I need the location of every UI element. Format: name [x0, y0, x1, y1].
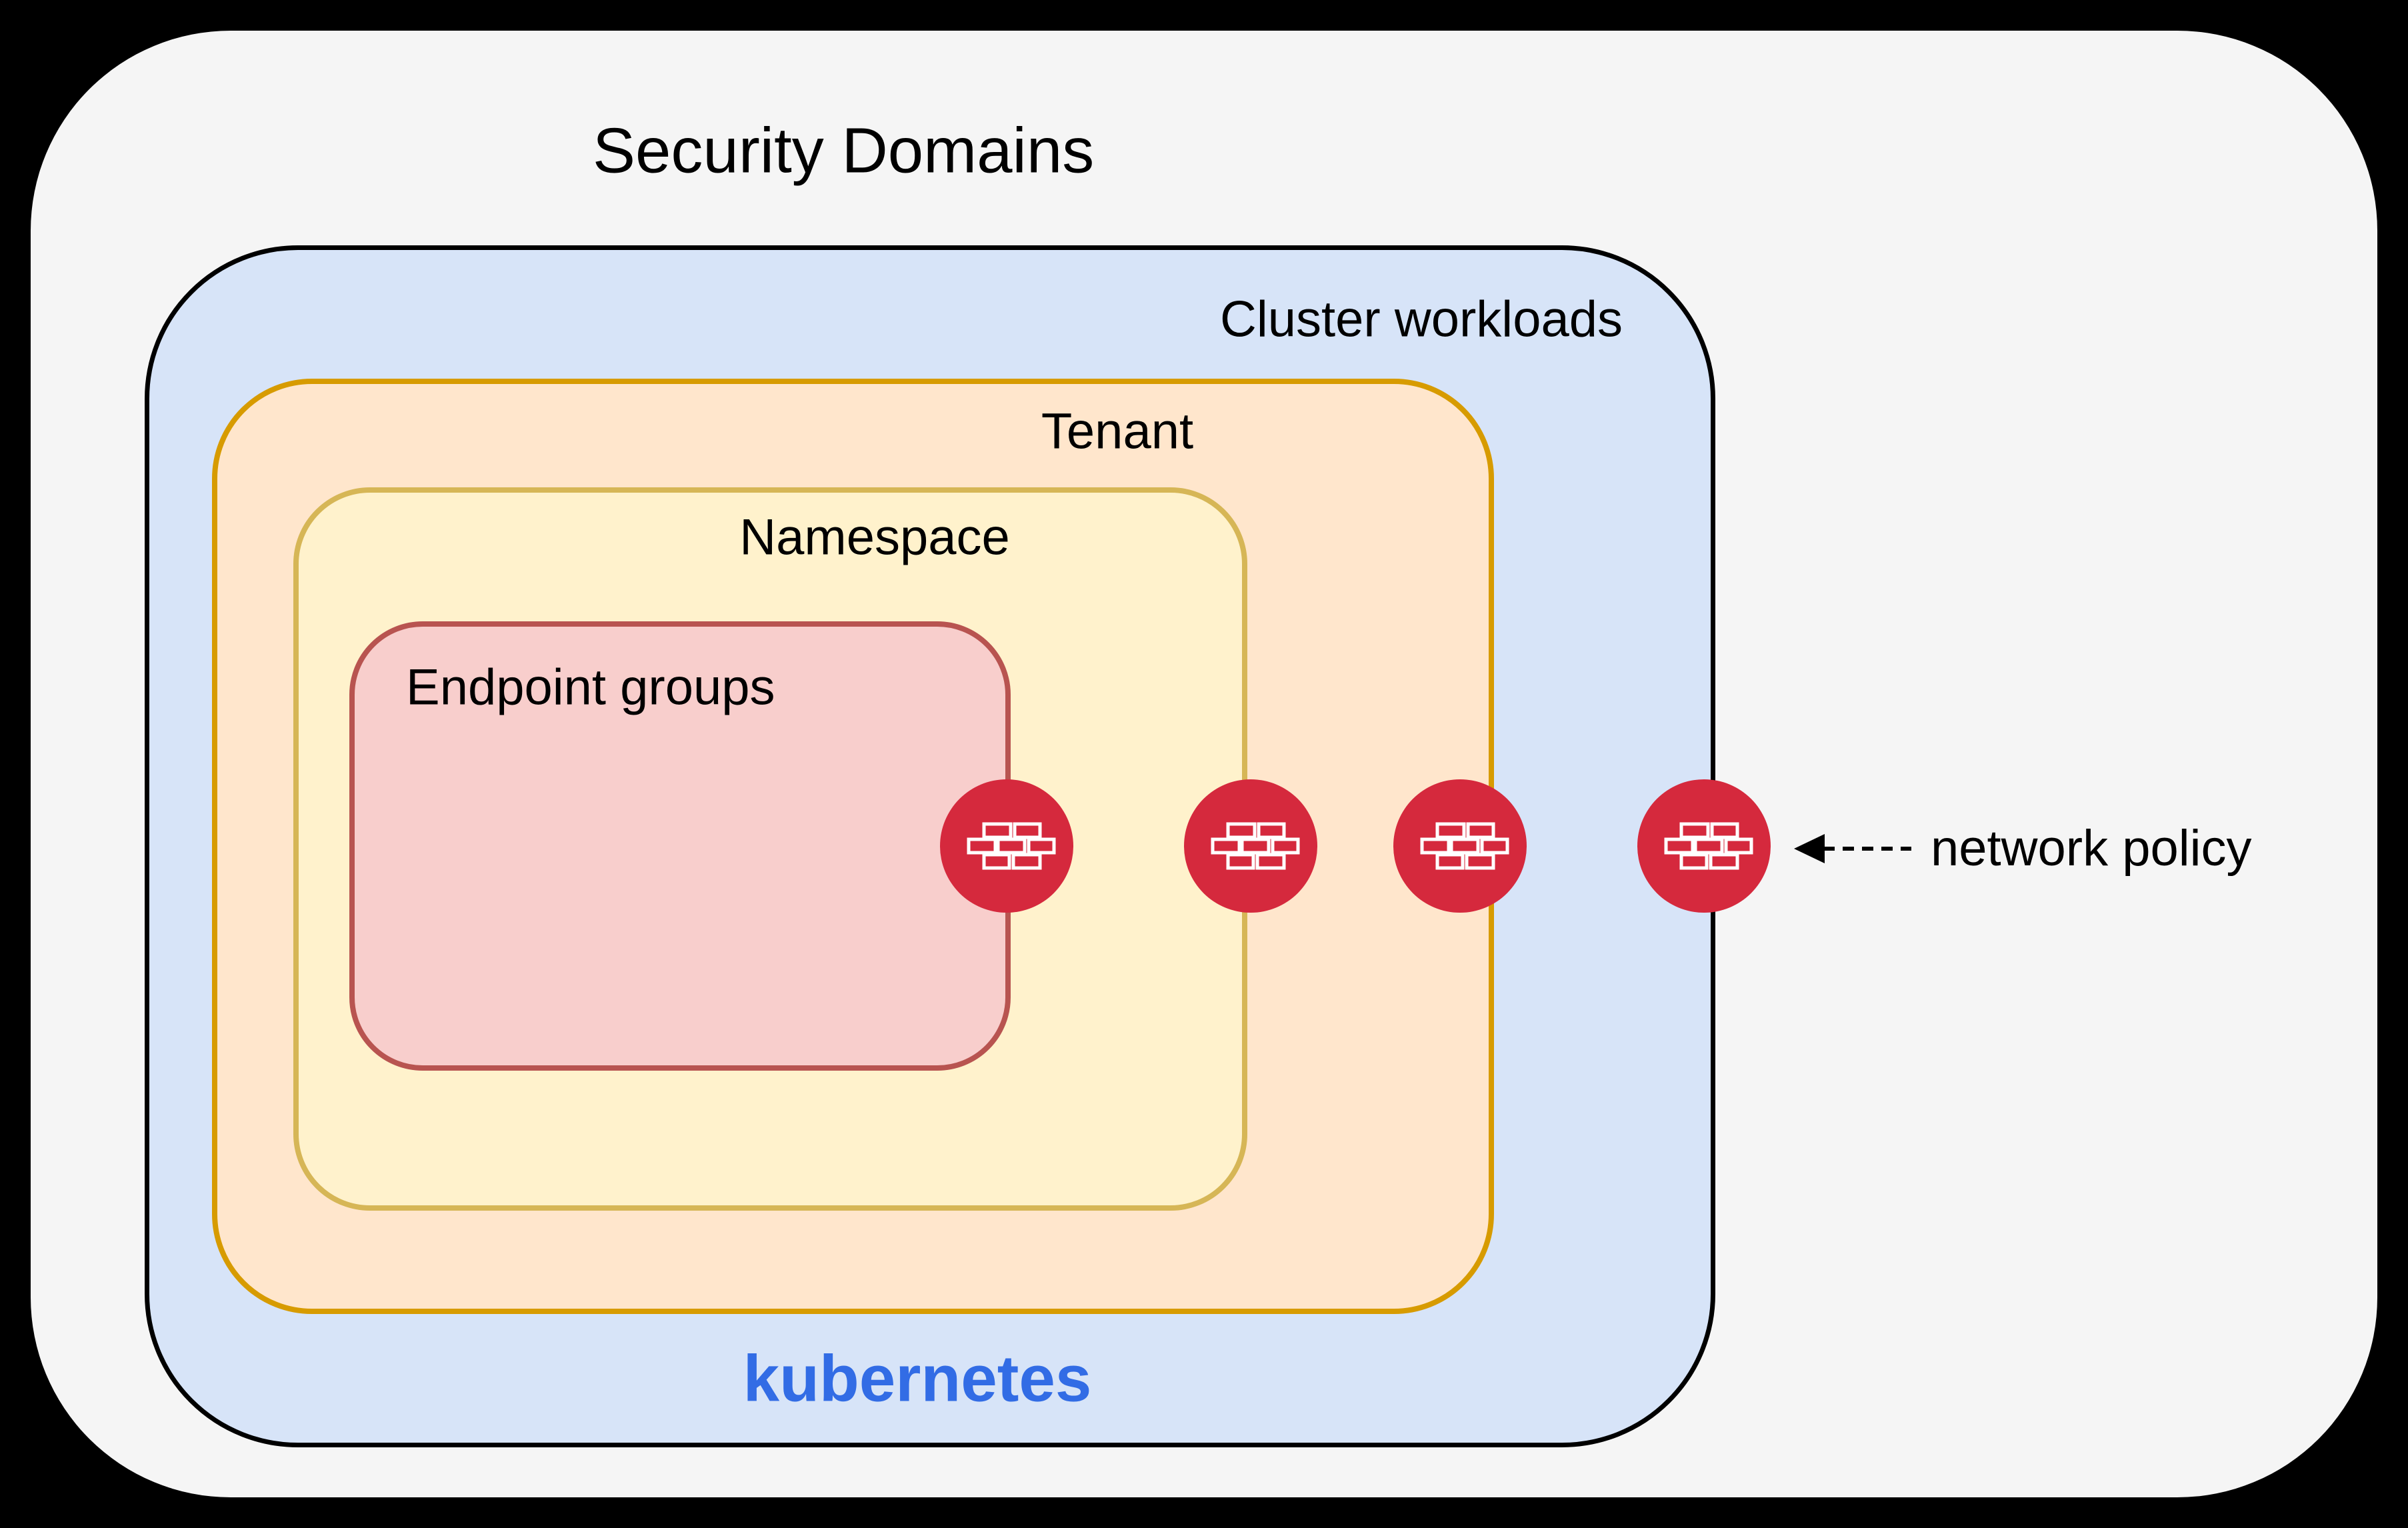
firewall-icon [940, 779, 1073, 913]
diagram-title: Security Domains [593, 115, 1095, 187]
tenant-label: Tenant [1041, 403, 1194, 460]
domain-endpoint-groups: Endpoint groups [349, 621, 1011, 1071]
dashed-arrow-left-icon [1794, 834, 1911, 863]
domain-namespace: Namespace Endpoint groups [293, 487, 1247, 1211]
security-domains-panel: Security Domains Cluster workloads Tenan… [31, 31, 2377, 1497]
firewall-icon [1637, 779, 1771, 913]
network-policy-label: network policy [1931, 819, 2252, 877]
namespace-label: Namespace [739, 509, 1010, 566]
kubernetes-wordmark: kubernetes [743, 1341, 1092, 1415]
cluster-workloads-label: Cluster workloads [1220, 291, 1623, 348]
firewall-icon [1393, 779, 1527, 913]
endpoint-groups-label: Endpoint groups [406, 659, 775, 716]
firewall-icon [1184, 779, 1317, 913]
